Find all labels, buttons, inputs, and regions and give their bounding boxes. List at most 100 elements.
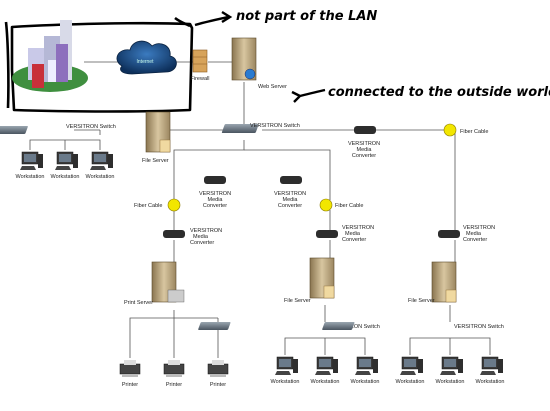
svg-text:Converter: Converter [463, 237, 487, 243]
printer: Printer [163, 360, 185, 388]
file-server-1-label: File Server [142, 158, 169, 164]
svg-text:VERSITRON: VERSITRON [348, 141, 380, 147]
firewall-label: Firewall [191, 76, 210, 82]
switch-icon [322, 322, 355, 330]
media-converter-right-lower: VERSITRON Media Converter [438, 225, 495, 243]
printer-icon [163, 360, 185, 377]
svg-text:VERSITRON: VERSITRON [274, 191, 306, 197]
svg-text:VERSITRON: VERSITRON [463, 225, 495, 231]
printer: Printer [207, 360, 229, 388]
workstation-label: Workstation [476, 379, 505, 385]
workstation: Workstation [311, 356, 340, 385]
workstation-icon [400, 356, 423, 375]
workstation-icon [275, 356, 298, 375]
connections [29, 61, 491, 358]
workstation: Workstation [271, 356, 299, 385]
print-server-label: Print Server [124, 300, 153, 306]
svg-text:Media: Media [357, 147, 373, 153]
svg-text:Converter: Converter [190, 240, 214, 246]
printer-icon [207, 360, 229, 377]
printer-label: Printer [210, 382, 226, 388]
media-converter-icon [280, 176, 302, 184]
switch-left: VERSITRON Switch [0, 124, 116, 134]
fiber-cable-icon [443, 123, 457, 137]
workstation: Workstation [86, 151, 115, 180]
svg-text:Converter: Converter [278, 203, 302, 209]
switch-icon [221, 124, 259, 133]
outside-note: connected to the outside world [328, 85, 550, 100]
buildings-icon [12, 20, 88, 92]
svg-text:File Server: File Server [408, 298, 435, 304]
workstation-icon [480, 356, 503, 375]
file-server-1: File Server [142, 111, 171, 164]
web-server-label: Web Server [258, 84, 287, 90]
switch-left-label: VERSITRON Switch [66, 124, 116, 130]
workstation-label: Workstation [311, 379, 340, 385]
svg-text:Media: Media [345, 231, 361, 237]
workstation: Workstation [351, 356, 380, 385]
media-converter-icon [438, 230, 460, 238]
svg-text:Media: Media [193, 234, 209, 240]
media-converter-center-upper: VERSITRON Media Converter [274, 176, 306, 209]
workstation: Workstation [51, 151, 80, 180]
svg-text:Fiber Cable: Fiber Cable [335, 203, 363, 209]
switch-icon [198, 322, 231, 330]
workstation-icon [315, 356, 338, 375]
workstation-icon [355, 356, 378, 375]
media-converter-right-top: VERSITRON Media Converter [348, 126, 380, 159]
svg-text:Converter: Converter [352, 153, 376, 159]
svg-text:Fiber Cable: Fiber Cable [460, 129, 488, 135]
workstation-label: Workstation [436, 379, 465, 385]
svg-text:Media: Media [208, 197, 224, 203]
lan-note-arrow [194, 10, 233, 27]
workstation-label: Workstation [86, 174, 115, 180]
switch-main-label: VERSITRON Switch [250, 123, 300, 129]
switch-icon [0, 126, 28, 134]
printer: Printer [119, 360, 141, 388]
workstation: Workstation [436, 356, 465, 385]
svg-text:VERSITRON: VERSITRON [342, 225, 374, 231]
workstation: Workstation [396, 356, 425, 385]
lan-boundary-scribble [10, 21, 194, 113]
workstation-label: Workstation [51, 174, 80, 180]
media-converter-icon [204, 176, 226, 184]
lan-note: not part of the LAN [236, 9, 377, 24]
workstations-right: Workstation Workstation Workstation [396, 356, 505, 385]
workstation: Workstation [16, 151, 45, 180]
svg-text:VERSITRON: VERSITRON [199, 191, 231, 197]
svg-text:File Server: File Server [284, 298, 311, 304]
workstation-icon [20, 151, 43, 170]
switch-right-bottom: VERSITRON Switch [322, 322, 504, 330]
svg-text:Media: Media [466, 231, 482, 237]
workstation-label: Workstation [16, 174, 45, 180]
switch-center-bottom: VERSITRON Switch [198, 322, 380, 330]
file-server-right: File Server [408, 261, 457, 304]
media-converter-icon [316, 230, 338, 238]
outside-note-arrow [291, 88, 326, 103]
media-converter-icon [354, 126, 376, 134]
workstation-icon [90, 151, 113, 170]
switch-main: VERSITRON Switch [221, 123, 300, 133]
media-converter-icon [163, 230, 185, 238]
workstations-left: Workstation Workstation Workstation [16, 151, 115, 180]
fiber-cable-left: Fiber Cable [134, 198, 181, 212]
workstation-icon [55, 151, 78, 170]
media-converter-center-lower: VERSITRON Media Converter [316, 225, 374, 243]
printer-label: Printer [166, 382, 182, 388]
print-server: Print Server [124, 261, 185, 306]
web-server: Web Server [231, 37, 287, 90]
workstation: Workstation [476, 356, 505, 385]
cloud-icon: Internet [116, 40, 177, 75]
fiber-cable-icon [167, 198, 181, 212]
svg-text:Converter: Converter [342, 237, 366, 243]
svg-text:VERSITRON: VERSITRON [190, 228, 222, 234]
printer-icon [119, 360, 141, 377]
workstation-label: Workstation [351, 379, 380, 385]
firewall-icon: Firewall [191, 49, 210, 82]
workstation-label: Workstation [396, 379, 425, 385]
workstation-icon [440, 356, 463, 375]
